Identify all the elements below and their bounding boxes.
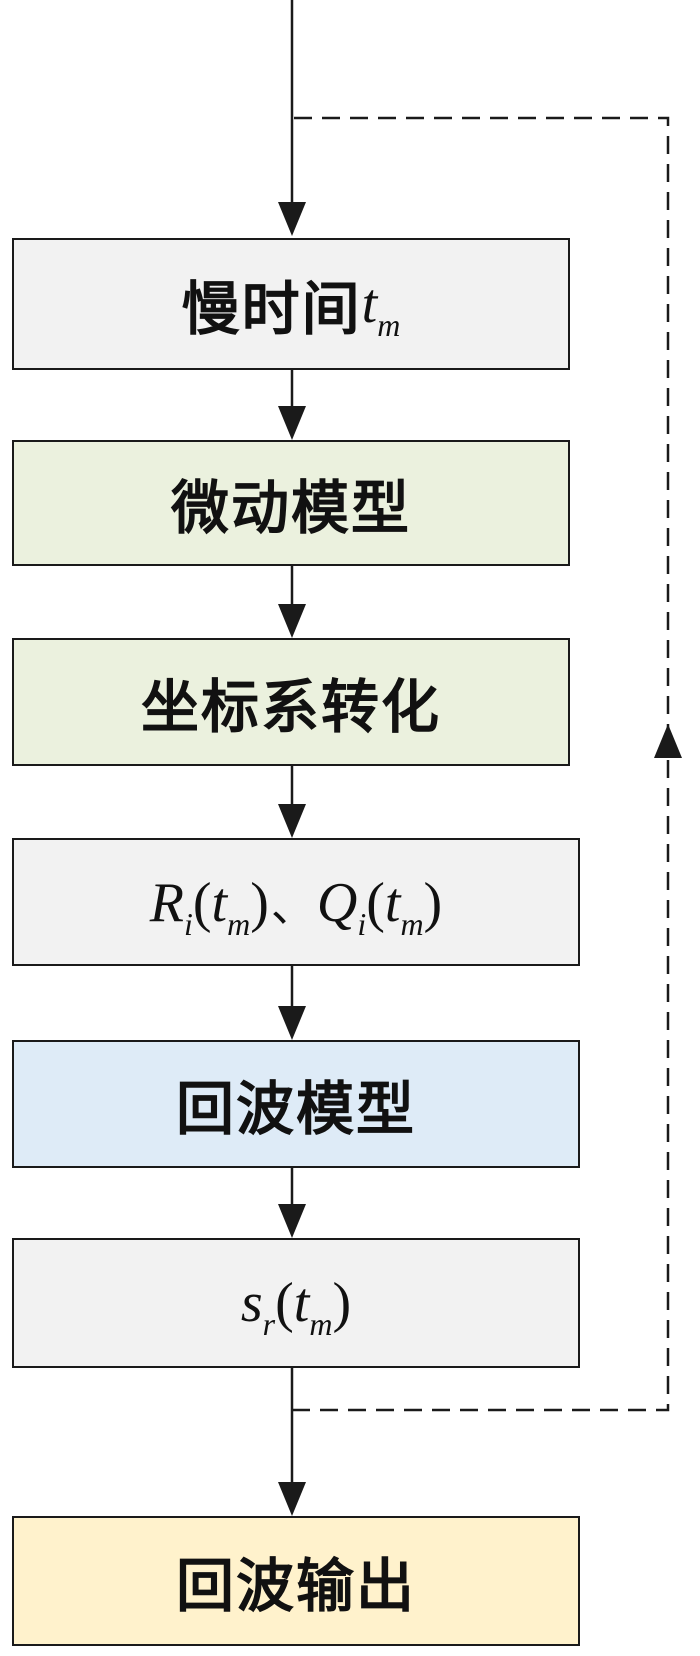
arrow-down-icon xyxy=(278,804,306,838)
echo-model-box: 回波模型 xyxy=(12,1040,580,1168)
s-var: s xyxy=(240,1272,263,1334)
coordinate-transform-box: 坐标系转化 xyxy=(12,638,570,766)
sr-expression: sr(tm) xyxy=(240,1272,352,1342)
feedback-loop-icon xyxy=(292,742,670,1412)
r-arg: t xyxy=(211,871,228,934)
s-arg-sub: m xyxy=(309,1306,333,1342)
r-sub: i xyxy=(184,905,193,942)
slow-time-label: 慢时间 xyxy=(181,275,362,343)
slow-time-sub: m xyxy=(377,307,401,343)
sr-box: sr(tm) xyxy=(12,1238,580,1368)
micro-motion-model-box: 微动模型 xyxy=(12,440,570,566)
arrow-down-icon xyxy=(278,406,306,440)
arrow-down-icon xyxy=(278,1006,306,1040)
echo-output-label: 回波输出 xyxy=(175,1552,416,1620)
echo-model-label: 回波模型 xyxy=(175,1075,416,1143)
r-var: R xyxy=(149,871,184,934)
arrow-down-icon xyxy=(278,1482,306,1516)
feedback-loop-return xyxy=(292,116,670,742)
rq-separator: 、 xyxy=(270,880,315,932)
arrow-down-icon xyxy=(278,1204,306,1238)
micro-motion-label: 微动模型 xyxy=(170,474,411,542)
arrow-up-icon xyxy=(654,724,682,758)
rq-expression: Ri(tm)、Qi(tm) xyxy=(149,871,443,942)
arrow-down-icon xyxy=(278,202,306,236)
slow-time-var: t xyxy=(361,273,378,335)
coordinate-transform-label: 坐标系转化 xyxy=(140,673,441,741)
rq-box: Ri(tm)、Qi(tm) xyxy=(12,838,580,966)
arrow-down-icon xyxy=(278,604,306,638)
s-sub: r xyxy=(262,1306,276,1342)
s-arg: t xyxy=(293,1272,310,1334)
q-arg: t xyxy=(384,871,401,934)
r-arg-sub: m xyxy=(227,905,251,942)
q-var: Q xyxy=(316,871,358,934)
echo-output-box: 回波输出 xyxy=(12,1516,580,1646)
q-sub: i xyxy=(357,905,367,942)
q-arg-sub: m xyxy=(400,905,424,942)
